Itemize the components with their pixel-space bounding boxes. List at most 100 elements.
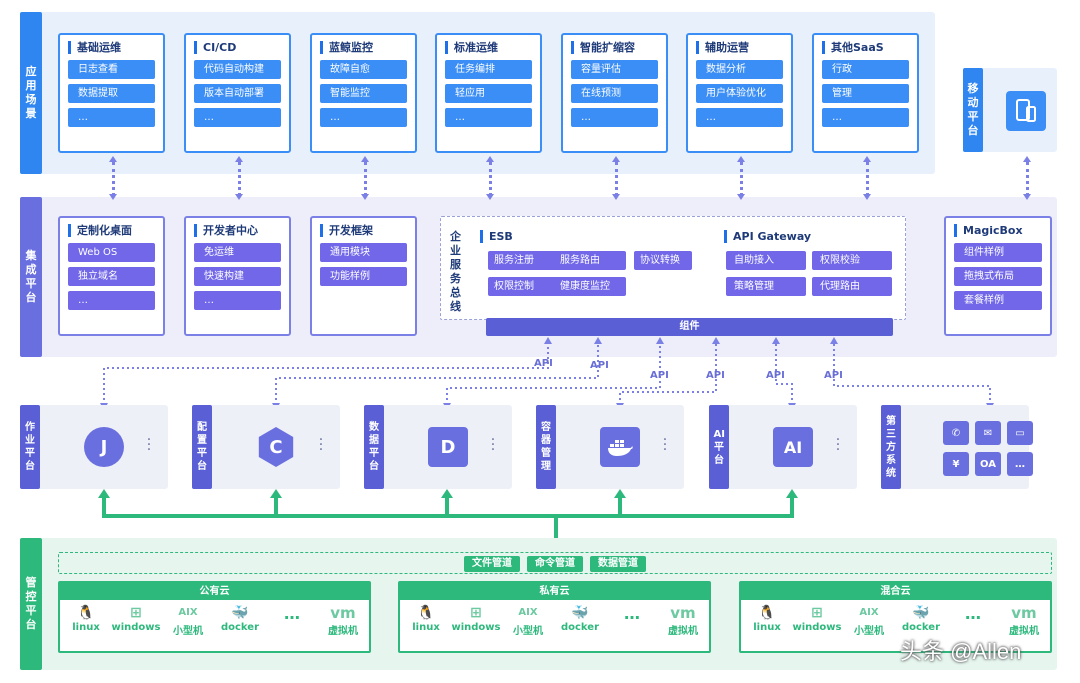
arrow-down-icon <box>863 194 871 200</box>
more-dots-icon: ··· <box>490 432 496 458</box>
linux-icon: 🐧 <box>758 605 776 621</box>
cloud-box: 私有云 <box>398 581 711 653</box>
app-card-item[interactable]: 管理 <box>822 84 909 103</box>
app-card-title: 标准运维 <box>445 41 532 54</box>
vm-icon: vm <box>670 604 696 622</box>
platform-label-text: 配置平台 <box>197 422 207 472</box>
more-dots-icon: ··· <box>662 432 668 458</box>
app-card-title: 蓝鲸监控 <box>320 41 407 54</box>
os-item: ⊞windows <box>110 604 162 633</box>
api-label: API <box>706 370 725 381</box>
magicbox-item[interactable]: 拖拽式布局 <box>954 267 1042 286</box>
message-icon[interactable]: ▭ <box>1007 421 1033 445</box>
app-card-item[interactable]: 行政 <box>822 60 909 79</box>
gateway-item[interactable]: 权限校验 <box>812 251 892 270</box>
platform-label: 作业平台 <box>20 405 40 489</box>
integration-card-item[interactable]: 快速构建 <box>194 267 281 286</box>
esb-item[interactable]: 权限控制 <box>488 277 560 296</box>
esb-item[interactable]: 服务路由 <box>554 251 626 270</box>
app-card-item[interactable]: 任务编排 <box>445 60 532 79</box>
app-card-item[interactable]: 智能监控 <box>320 84 407 103</box>
arrow-down-icon <box>361 194 369 200</box>
cloud-title: 混合云 <box>741 583 1050 600</box>
integration-card-item[interactable]: Web OS <box>68 243 155 262</box>
app-card-item[interactable]: 容量评估 <box>571 60 658 79</box>
linux-icon: 🐧 <box>77 605 95 621</box>
app-card-item[interactable]: 版本自动部署 <box>194 84 281 103</box>
gateway-item[interactable]: 代理路由 <box>812 277 892 296</box>
integration-card-item[interactable]: 功能样例 <box>320 267 407 286</box>
os-item: ⊞windows <box>450 604 502 633</box>
arrow-up-icon <box>737 156 745 162</box>
wechat-icon[interactable]: ✆ <box>943 421 969 445</box>
integration-card-item[interactable]: 独立域名 <box>68 267 155 286</box>
aix-icon: AIX <box>178 607 198 618</box>
magicbox-item[interactable]: 组件样例 <box>954 243 1042 262</box>
arrow-up-icon <box>1023 156 1031 162</box>
more-icon[interactable]: … <box>1007 452 1033 476</box>
platform-label-text: 第三方系统 <box>886 415 896 479</box>
app-card-item[interactable]: 日志查看 <box>68 60 155 79</box>
esb-item[interactable]: 服务注册 <box>488 251 560 270</box>
platform-label-text: AI平台 <box>713 428 725 466</box>
platform-label-text: 容器管理 <box>541 422 551 472</box>
app-layer-label: 应用场景 <box>20 12 42 174</box>
app-card-item[interactable]: … <box>822 108 909 127</box>
oa-icon[interactable]: OA <box>975 452 1001 476</box>
platform-label: 配置平台 <box>192 405 212 489</box>
os-item: 🐳docker <box>214 604 266 633</box>
api-gateway-title: API Gateway <box>724 230 811 243</box>
data-platform-icon[interactable]: D <box>428 427 468 467</box>
app-card-item[interactable]: 故障自愈 <box>320 60 407 79</box>
ai-platform-icon[interactable]: AI <box>773 427 813 467</box>
docker-icon: 🐳 <box>912 605 930 621</box>
command-pipe: 命令管道 <box>527 556 583 572</box>
mail-icon[interactable]: ✉ <box>975 421 1001 445</box>
app-card-item[interactable]: 轻应用 <box>445 84 532 103</box>
app-card-item[interactable]: 代码自动构建 <box>194 60 281 79</box>
watermark: 头条 @Allen <box>900 639 1022 664</box>
platform-label: 数据平台 <box>364 405 384 489</box>
arrow-down-icon <box>737 194 745 200</box>
integration-card-item[interactable]: … <box>68 291 155 310</box>
arrow-down-icon <box>612 194 620 200</box>
docker-icon[interactable] <box>600 427 640 467</box>
app-card-item[interactable]: 用户体验优化 <box>696 84 783 103</box>
app-card-item[interactable]: … <box>445 108 532 127</box>
gateway-item[interactable]: 自助接入 <box>726 251 806 270</box>
arrow-up-icon <box>486 156 494 162</box>
job-platform-icon[interactable]: J <box>84 427 124 467</box>
arrow-up-icon <box>863 156 871 162</box>
integration-card-item[interactable]: 免运维 <box>194 243 281 262</box>
os-item: … <box>606 604 658 623</box>
app-card: 蓝鲸监控故障自愈智能监控 … <box>310 33 417 153</box>
esb-item[interactable]: 健康度监控 <box>554 277 626 296</box>
gateway-item[interactable]: 策略管理 <box>726 277 806 296</box>
os-label: … <box>284 604 300 623</box>
integration-card-item[interactable]: … <box>194 291 281 310</box>
os-label: … <box>965 604 981 623</box>
app-card-title: 其他SaaS <box>822 41 909 54</box>
app-card-item[interactable]: … <box>320 108 407 127</box>
integration-card-item[interactable]: 通用模块 <box>320 243 407 262</box>
app-card-item[interactable]: … <box>194 108 281 127</box>
platform-label-text: 作业平台 <box>25 422 35 472</box>
app-card-item[interactable]: … <box>571 108 658 127</box>
more-dots-icon: ··· <box>146 432 152 458</box>
yen-icon[interactable]: ¥ <box>943 452 969 476</box>
app-card-item[interactable]: 数据分析 <box>696 60 783 79</box>
api-label: API <box>534 358 553 369</box>
app-card-item[interactable]: … <box>68 108 155 127</box>
app-card-item[interactable]: 在线预测 <box>571 84 658 103</box>
mobile-device-icon <box>1006 91 1046 131</box>
esb-title: ESB <box>480 230 513 243</box>
magicbox-item[interactable]: 套餐样例 <box>954 291 1042 310</box>
magicbox-title: MagicBox <box>954 224 1042 237</box>
esb-item[interactable]: 协议转换 <box>634 251 692 270</box>
app-card-item[interactable]: … <box>696 108 783 127</box>
integration-card: 开发框架通用模块功能样例 <box>310 216 417 336</box>
arrow-down-icon <box>1023 194 1031 200</box>
app-card-item[interactable]: 数据提取 <box>68 84 155 103</box>
